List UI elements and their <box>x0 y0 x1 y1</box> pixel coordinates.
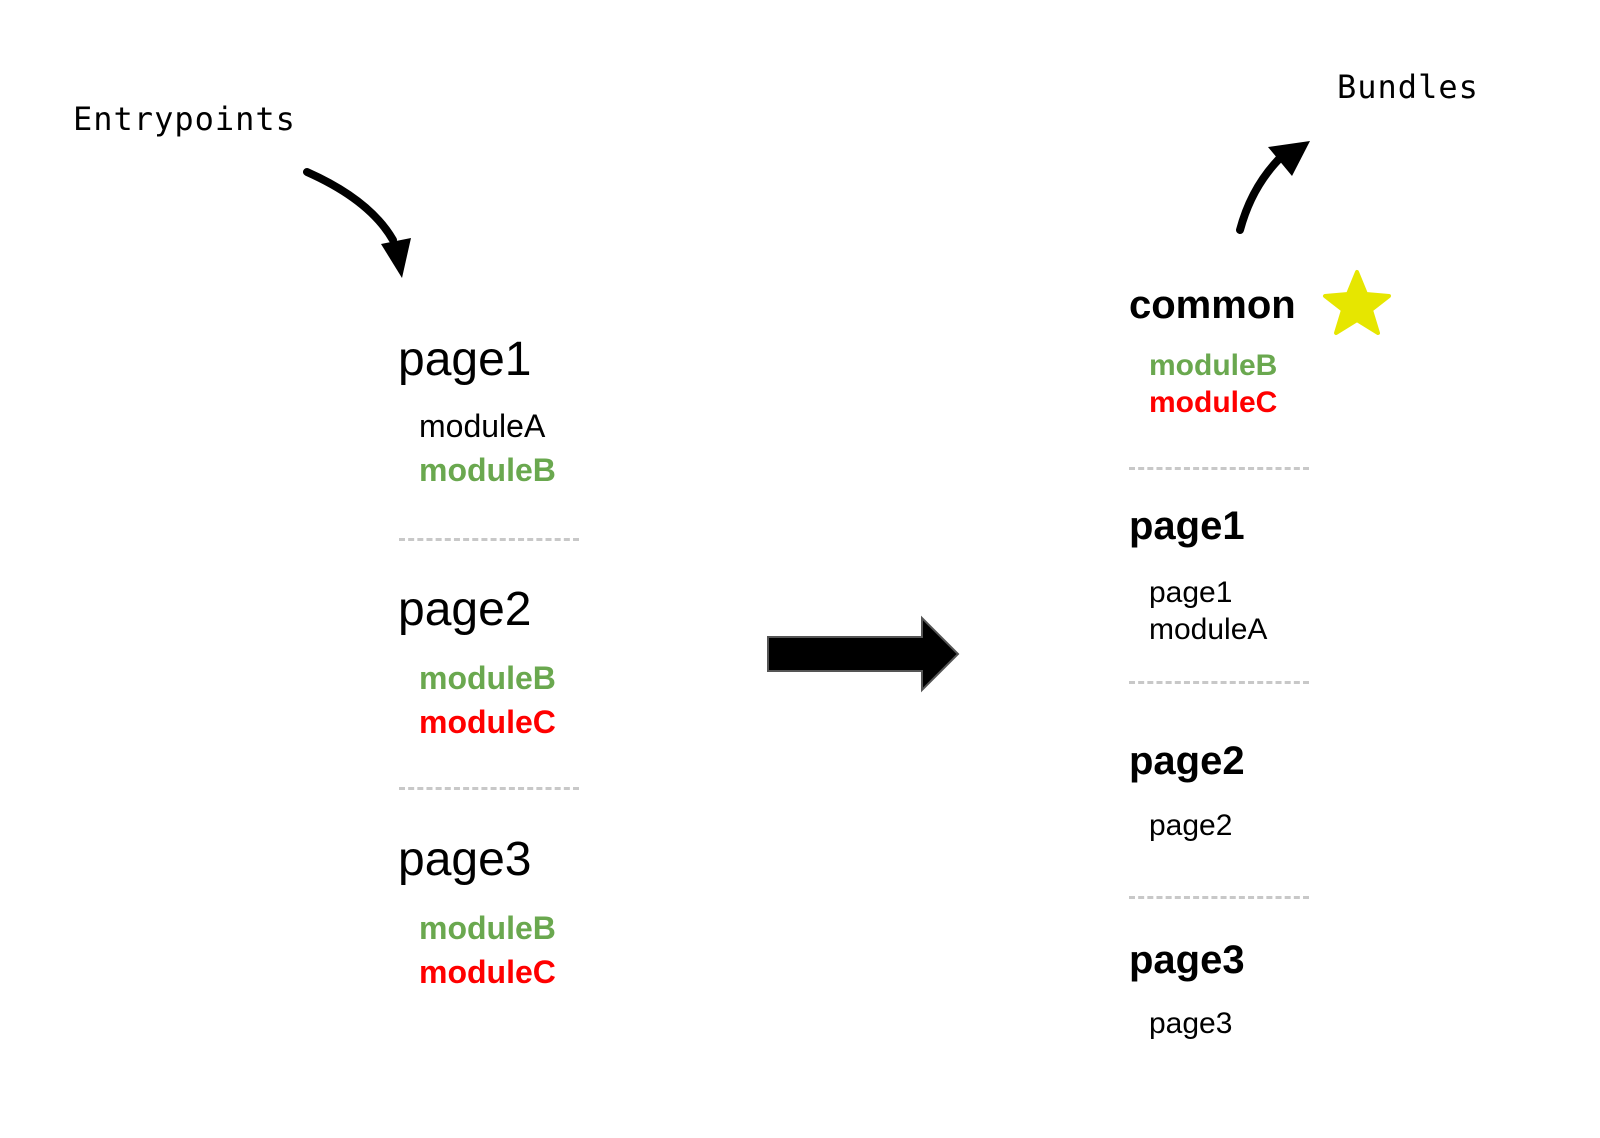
entry-page1-title: page1 <box>398 333 532 386</box>
entry-page1-module: moduleB <box>419 452 556 488</box>
bundle-common-title: common <box>1129 283 1296 327</box>
entry-page3-module: moduleC <box>419 954 556 990</box>
entry-page2-module: moduleB <box>419 660 556 696</box>
bundle-common-module: moduleC <box>1149 386 1278 419</box>
separator <box>1129 896 1309 899</box>
right-arrow-icon <box>767 615 960 693</box>
bundle-page3-title: page3 <box>1129 938 1245 982</box>
entry-page3-module: moduleB <box>419 910 556 946</box>
entry-page1-module: moduleA <box>419 408 546 444</box>
bundle-page1-module: moduleA <box>1149 613 1268 646</box>
bundle-page1-title: page1 <box>1129 504 1245 548</box>
bundle-page2-title: page2 <box>1129 739 1245 783</box>
bundles-curved-arrow-icon <box>1236 141 1310 234</box>
separator <box>399 787 579 790</box>
entry-page2-module: moduleC <box>419 704 556 740</box>
separator <box>1129 467 1309 470</box>
bundle-page1-module: page1 <box>1149 576 1233 609</box>
bundle-page2-module: page2 <box>1149 809 1233 842</box>
entrypoints-curved-arrow-icon <box>303 168 411 278</box>
separator <box>399 538 579 541</box>
bundle-common-module: moduleB <box>1149 349 1278 382</box>
separator <box>1129 681 1309 684</box>
entry-page3-title: page3 <box>398 833 532 886</box>
entry-page2-title: page2 <box>398 583 532 636</box>
entrypoints-label: Entrypoints <box>73 100 296 138</box>
star-icon <box>1323 270 1391 335</box>
bundle-page3-module: page3 <box>1149 1007 1233 1040</box>
bundles-label: Bundles <box>1337 68 1479 106</box>
